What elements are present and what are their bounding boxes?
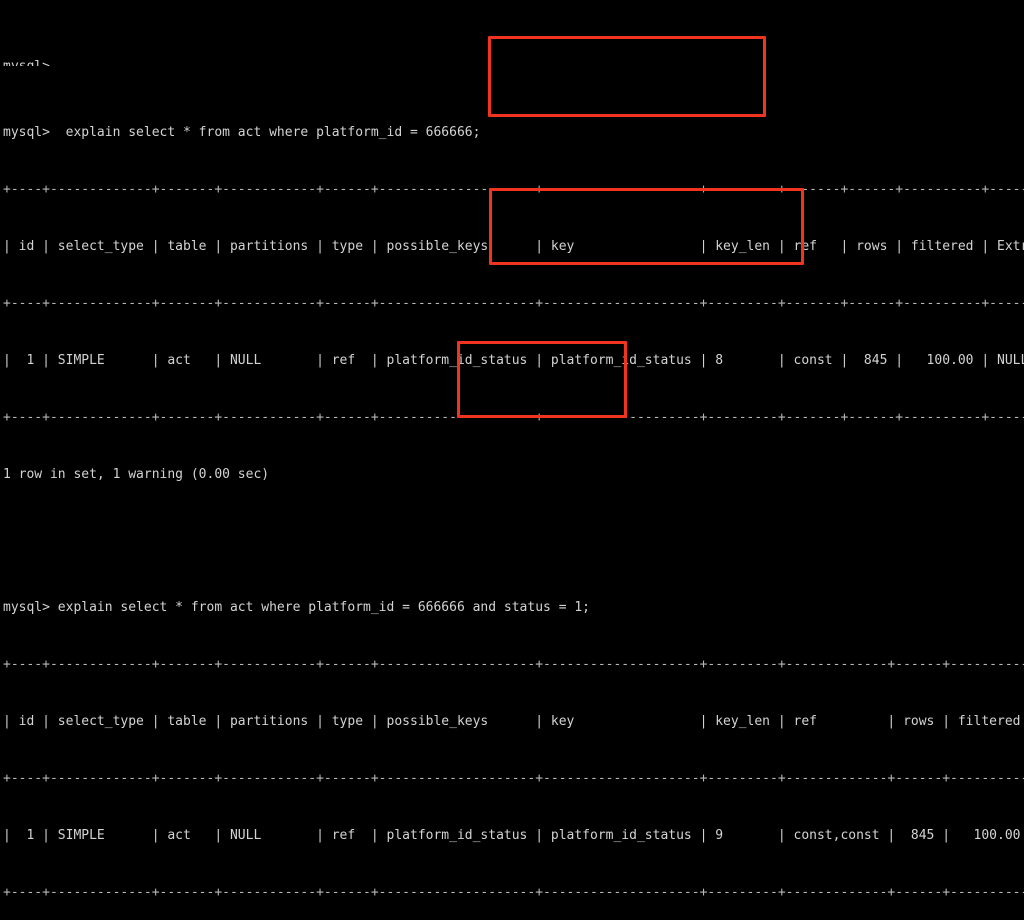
terminal-line-query-1-command: mysql> explain select * from act where p…	[3, 125, 481, 140]
terminal-window[interactable]: mysql> mysql> explain select * from act …	[0, 0, 1024, 900]
terminal-line-query-1-status: 1 row in set, 1 warning (0.00 sec)	[3, 467, 270, 482]
terminal-line-query-1-rule-mid: +----+-------------+-------+------------…	[3, 296, 1024, 311]
terminal-line-query-2-rule-top: +----+-------------+-------+------------…	[3, 657, 1024, 672]
terminal-line-blank-1	[0, 522, 1024, 541]
terminal-line-query-2-command: mysql> explain select * from act where p…	[3, 600, 590, 615]
terminal-line-query-2-header: | id | select_type | table | partitions …	[3, 714, 1024, 729]
highlight-box-query-1	[488, 36, 766, 117]
terminal-line-query-1-row: | 1 | SIMPLE | act | NULL | ref | platfo…	[3, 353, 1024, 368]
terminal-line-clipped-prompt: mysql>	[0, 57, 1024, 66]
terminal-line-query-1-rule-top: +----+-------------+-------+------------…	[3, 182, 1024, 197]
terminal-line-query-1-rule-bottom: +----+-------------+-------+------------…	[3, 410, 1024, 425]
terminal-line-query-2-row: | 1 | SIMPLE | act | NULL | ref | platfo…	[3, 828, 1024, 843]
terminal-line-query-2-rule-bottom: +----+-------------+-------+------------…	[3, 885, 1024, 900]
terminal-line-query-1-header: | id | select_type | table | partitions …	[3, 239, 1024, 254]
terminal-line-query-2-rule-mid: +----+-------------+-------+------------…	[3, 771, 1024, 786]
